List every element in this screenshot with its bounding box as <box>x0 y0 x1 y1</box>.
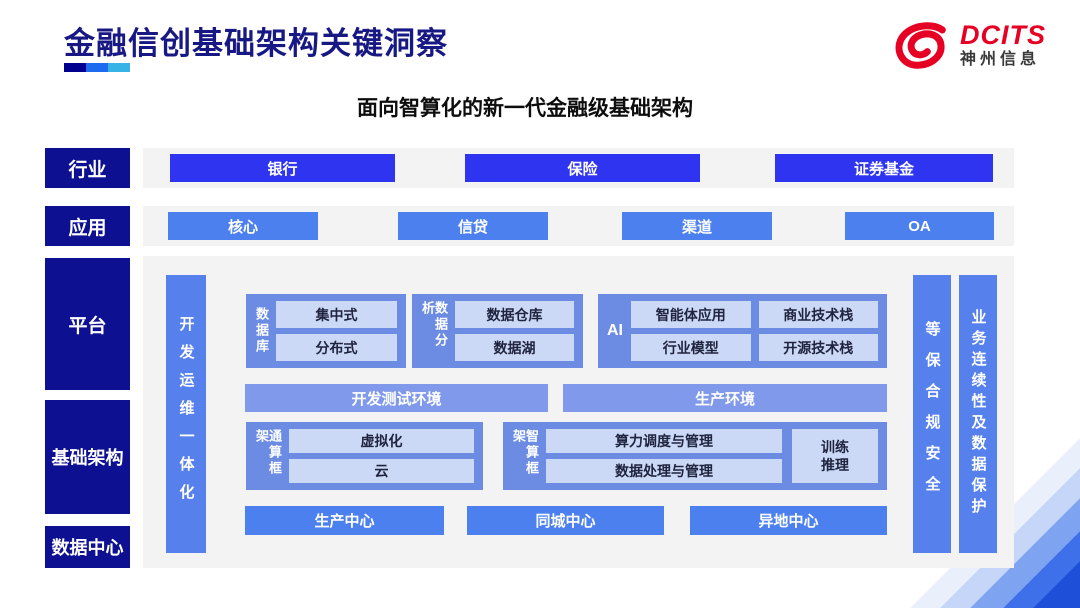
center-remote: 异地中心 <box>690 506 887 535</box>
application-item-core: 核心 <box>168 212 318 240</box>
side-label-industry: 行业 <box>45 148 130 188</box>
center-same-city: 同城中心 <box>467 506 664 535</box>
diagram-title: 面向智算化的新一代金融级基础架构 <box>357 97 693 120</box>
side-label-infrastructure: 基础架构 <box>45 400 130 514</box>
title-underline <box>64 63 130 72</box>
group-general-computing: 通算框架 虚拟化 云 <box>246 422 483 490</box>
center-production: 生产中心 <box>245 506 444 535</box>
production-environment-bar: 生产环境 <box>563 384 887 412</box>
group-intelligent-computing-label: 智算框架 <box>511 429 539 477</box>
item-distributed: 分布式 <box>276 334 397 361</box>
group-database-items: 集中式 分布式 <box>276 301 397 361</box>
industry-item-securities-funds: 证券基金 <box>775 154 993 182</box>
group-general-computing-items: 虚拟化 云 <box>289 429 474 483</box>
application-item-oa: OA <box>845 212 994 240</box>
company-logo: DCITS 神州信息 <box>890 18 1046 72</box>
side-label-platform: 平台 <box>45 258 130 390</box>
item-compute-scheduling: 算力调度与管理 <box>546 429 782 453</box>
group-data-analysis: 数据分析 数据仓库 数据湖 <box>412 294 583 368</box>
group-general-computing-label: 通算框架 <box>254 429 282 477</box>
group-database-label: 数据库 <box>254 307 269 355</box>
group-intelligent-computing-items: 算力调度与管理 数据处理与管理 训练推理 <box>546 429 878 483</box>
compliance-security-bar: 等保合规安全 <box>913 275 951 553</box>
application-item-credit: 信贷 <box>398 212 548 240</box>
item-data-warehouse: 数据仓库 <box>455 301 574 328</box>
devops-vertical-bar: 开发运维一体化 <box>166 275 206 553</box>
item-training-inference: 训练推理 <box>792 429 878 483</box>
underline-segment <box>86 63 108 72</box>
side-label-application: 应用 <box>45 206 130 246</box>
item-open-source-stack: 开源技术栈 <box>758 334 878 361</box>
application-item-channel: 渠道 <box>622 212 772 240</box>
item-industry-model: 行业模型 <box>631 334 751 361</box>
item-commercial-stack: 商业技术栈 <box>758 301 878 328</box>
item-training-inference-label: 训练推理 <box>821 438 849 473</box>
dev-test-environment-bar: 开发测试环境 <box>245 384 548 412</box>
item-cloud: 云 <box>289 459 474 483</box>
group-ai: AI 智能体应用 商业技术栈 行业模型 开源技术栈 <box>598 294 887 368</box>
item-centralized: 集中式 <box>276 301 397 328</box>
business-continuity-bar: 业务连续性及数据保护 <box>959 275 997 553</box>
item-data-processing: 数据处理与管理 <box>546 459 782 483</box>
group-data-analysis-items: 数据仓库 数据湖 <box>455 301 574 361</box>
logo-brand: DCITS <box>960 19 1046 50</box>
side-label-datacenter: 数据中心 <box>45 526 130 568</box>
item-virtualization: 虚拟化 <box>289 429 474 453</box>
group-intelligent-computing: 智算框架 算力调度与管理 数据处理与管理 训练推理 <box>503 422 887 490</box>
group-ai-label: AI <box>607 322 623 339</box>
swirl-logo-icon <box>895 22 946 69</box>
industry-item-bank: 银行 <box>170 154 395 182</box>
item-agent-application: 智能体应用 <box>631 301 751 328</box>
intelligent-computing-left-column: 算力调度与管理 数据处理与管理 <box>546 429 782 483</box>
underline-segment <box>64 63 86 72</box>
item-data-lake: 数据湖 <box>455 334 574 361</box>
industry-item-insurance: 保险 <box>465 154 700 182</box>
logo-company-name: 神州信息 <box>960 51 1041 69</box>
group-database: 数据库 集中式 分布式 <box>246 294 406 368</box>
underline-segment <box>108 63 130 72</box>
logo-text: DCITS 神州信息 <box>960 21 1046 69</box>
page-title: 金融信创基础架构关键洞察 <box>64 26 448 61</box>
group-data-analysis-label: 数据分析 <box>420 301 448 349</box>
group-ai-items: 智能体应用 商业技术栈 行业模型 开源技术栈 <box>631 301 878 361</box>
